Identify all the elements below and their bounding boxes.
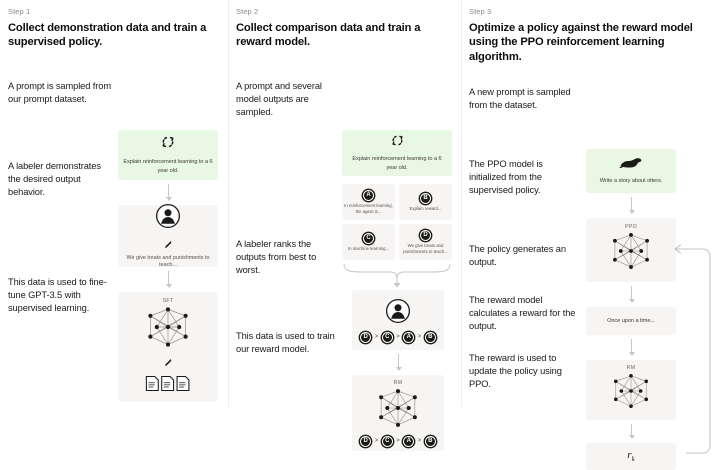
step-1-sft-box: SFT <box>118 292 218 403</box>
step-1-prompt-text: Explain reinforcement learning to a 6 ye… <box>123 159 213 174</box>
rm-rank-3: A <box>403 435 415 447</box>
rank-2: C <box>381 331 393 343</box>
step-2-ranking-row: D > C > A > B <box>360 331 436 343</box>
step-3-output-text: Once upon a time... <box>607 317 655 324</box>
step-2-rm-title: RM <box>393 379 403 386</box>
person-icon <box>155 203 181 234</box>
rank-sep-1: > <box>374 334 379 341</box>
step-1-caption-1: A prompt is sampled from our prompt data… <box>8 81 112 105</box>
step-1-labeler-box: We give treats and punishments to teach.… <box>118 203 218 269</box>
step-1-caption-3: This data is used to fine-tune GPT-3.5 w… <box>8 277 107 314</box>
step-3-caption-3: The policy generates an output. <box>469 244 566 268</box>
step-2-rm-box: RM <box>352 375 444 452</box>
step-3-arrow-2 <box>628 285 635 303</box>
person-icon <box>385 298 411 329</box>
badge-d: D <box>420 229 431 241</box>
step-3-caption-1: A new prompt is sampled from the dataset… <box>469 87 571 111</box>
step-3-caption-5: The reward is used to update the policy … <box>469 353 562 390</box>
output-option-b: B Explain reward... <box>399 184 452 221</box>
step-3-column: Step 3 Optimize a policy against the rew… <box>461 0 720 470</box>
reward-symbol: rk <box>627 449 635 464</box>
circular-arrows-icon <box>391 134 404 152</box>
rm-rank-4: B <box>424 435 436 447</box>
rm-rank-sep-3: > <box>417 438 422 445</box>
step-3-rm-title: RM <box>626 365 636 372</box>
step-3-prompt-box: Write a story about otters. <box>586 148 676 193</box>
badge-c: C <box>363 232 374 244</box>
step-3-reward-box: rk <box>586 442 676 470</box>
rank-4: B <box>424 331 436 343</box>
pencil-icon <box>164 236 173 254</box>
step-2-rm-ranking-row: D > C > A > B <box>360 435 436 447</box>
documents-icon <box>145 375 191 397</box>
output-text-a: In reinforcement learning, the agent is.… <box>344 202 393 214</box>
output-option-c: C In machine learning... <box>342 224 395 261</box>
step-2-title: Collect comparison data and train a rewa… <box>236 21 421 49</box>
rm-rank-1: D <box>360 435 372 447</box>
step-2-caption-2: A labeler ranks the outputs from best to… <box>236 239 317 276</box>
step-3-caption-4: The reward model calculates a reward for… <box>469 295 576 332</box>
step-3-prompt-text: Write a story about otters. <box>599 178 663 185</box>
output-text-d: We give treats and punishments to teach.… <box>403 242 448 254</box>
step-2-column: Step 2 Collect comparison data and train… <box>228 0 461 452</box>
output-text-b: Explain reward... <box>409 205 442 211</box>
step-1-arrow-1 <box>165 184 172 202</box>
step-1-caption-2: A labeler demonstrates the desired outpu… <box>8 161 101 198</box>
step-3-arrow-3 <box>628 338 635 356</box>
step-2-ranking-box: D > C > A > B <box>352 290 444 351</box>
rm-rank-sep-1: > <box>374 438 379 445</box>
step-2-prompt-text: Explain reinforcement learning to a 6 ye… <box>352 156 442 171</box>
step-1-labeler-text: We give treats and punishments to teach.… <box>126 254 210 269</box>
output-text-c: In machine learning... <box>347 245 390 251</box>
update-loop-arrow <box>672 241 714 464</box>
neural-network-icon <box>610 373 652 414</box>
step-3-rm-box: RM <box>586 359 676 420</box>
step-3-caption-2: The PPO model is initialized from the su… <box>469 159 543 196</box>
step-1-prompt-box: Explain reinforcement learning to a 6 ye… <box>118 130 218 181</box>
otter-icon <box>619 156 643 174</box>
step-2-brace <box>342 262 452 293</box>
step-3-ppo-title: PPO <box>625 224 637 231</box>
step-2-prompt-box: Explain reinforcement learning to a 6 ye… <box>342 130 452 177</box>
badge-b: B <box>420 192 431 204</box>
circular-arrows-icon <box>161 135 175 154</box>
rm-rank-2: C <box>381 435 393 447</box>
step-1-arrow-2 <box>165 271 172 289</box>
step-1-title: Collect demonstration data and train a s… <box>8 21 207 49</box>
step-3-title: Optimize a policy against the reward mod… <box>469 21 693 64</box>
rank-1: D <box>360 331 372 343</box>
rm-rank-sep-2: > <box>396 438 400 445</box>
badge-a: A <box>363 189 374 201</box>
step-3-arrow-4 <box>628 423 635 439</box>
rank-sep-3: > <box>417 334 422 341</box>
step-2-caption-3: This data is used to train our reward mo… <box>236 331 335 355</box>
pencil-icon <box>164 354 173 372</box>
step-1-sft-title: SFT <box>162 297 174 304</box>
step-2-label: Step 2 <box>236 7 259 16</box>
step-3-arrow-1 <box>628 196 635 214</box>
output-option-a: A In reinforcement learning, the agent i… <box>342 184 395 221</box>
step-3-output-box: Once upon a time... <box>586 306 676 335</box>
neural-network-icon <box>375 388 421 433</box>
neural-network-icon <box>144 306 192 353</box>
step-2-caption-1: A prompt and several model outputs are s… <box>236 81 322 118</box>
step-3-label: Step 3 <box>469 7 492 16</box>
step-1-column: Step 1 Collect demonstration data and tr… <box>0 0 228 407</box>
step-2-arrow-1 <box>395 354 402 372</box>
step-2-output-grid: A In reinforcement learning, the agent i… <box>342 184 452 261</box>
neural-network-icon <box>609 232 653 275</box>
step-3-ppo-box: PPO <box>586 217 676 282</box>
rank-sep-2: > <box>396 334 400 341</box>
rank-3: A <box>403 331 415 343</box>
step-1-label: Step 1 <box>8 7 31 16</box>
output-option-d: D We give treats and punishments to teac… <box>399 224 452 261</box>
